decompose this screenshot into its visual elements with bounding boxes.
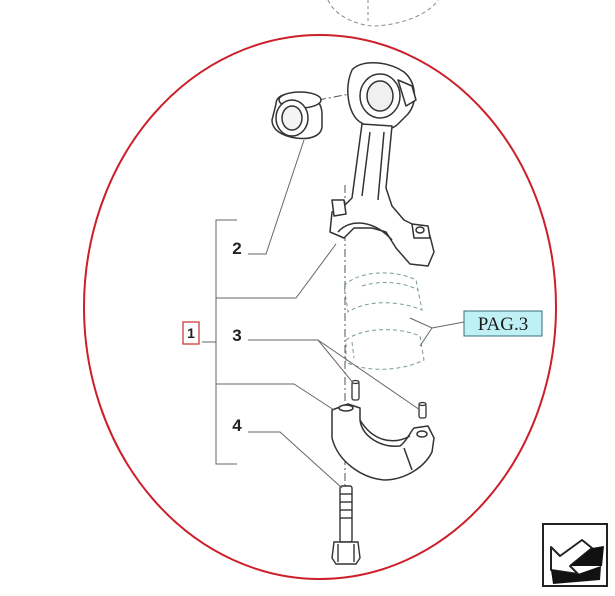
callout-2-label: 2 [232, 239, 241, 258]
bearing-shells [343, 272, 425, 370]
callout-1-label: 1 [187, 325, 195, 341]
callout-3-label: 3 [232, 326, 241, 345]
next-page-arrow-icon[interactable] [542, 523, 608, 587]
page-reference-link[interactable]: PAG.3 [463, 310, 543, 337]
callout-assembly: 1 [182, 321, 200, 345]
connecting-rod [329, 62, 435, 267]
leader-lines [202, 139, 465, 489]
dowel-pins [351, 379, 427, 419]
cap-bolt [331, 485, 361, 565]
red-boundary-ellipse [83, 34, 557, 580]
piston-outline-partial [327, 0, 439, 27]
bushing-part [271, 91, 323, 140]
page-reference-text[interactable]: PAG.3 [478, 314, 529, 335]
callout-4-label: 4 [232, 416, 242, 435]
rod-cap [331, 403, 435, 481]
